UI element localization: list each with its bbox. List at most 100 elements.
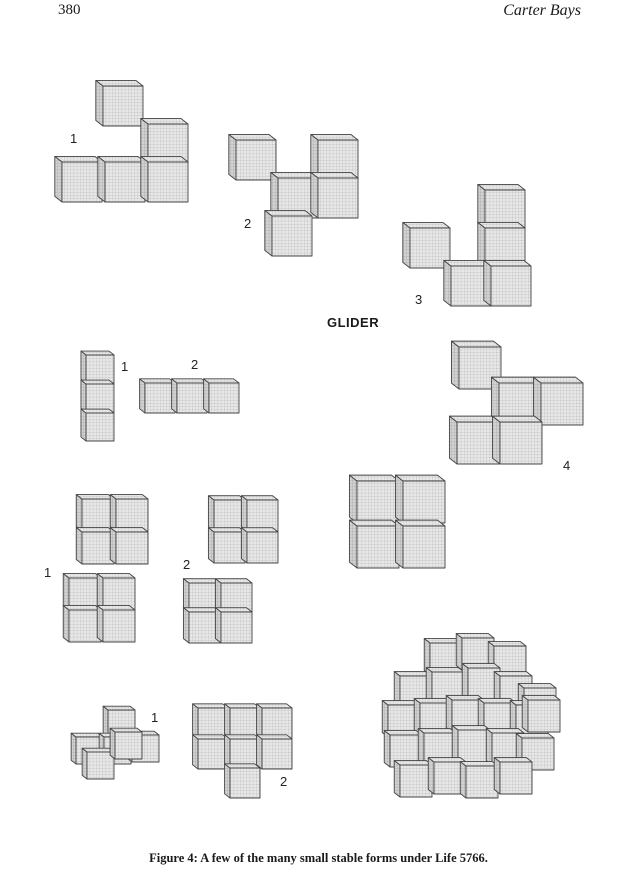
cube-front-face <box>145 383 175 413</box>
cube-front-face <box>357 481 399 523</box>
cube-top-face <box>63 574 101 578</box>
cube-top-face <box>395 475 445 481</box>
cube-top-face <box>110 495 148 499</box>
block-form-label-1: 1 <box>44 565 51 580</box>
cube-side-face <box>446 696 452 732</box>
cube-top-face <box>110 528 148 532</box>
cube-top-face <box>204 379 239 383</box>
cube-front-face <box>230 708 260 738</box>
cube-front-face <box>403 526 445 568</box>
cube-top-face <box>193 735 228 739</box>
cube-top-face <box>449 416 499 422</box>
cube-top-face <box>183 579 220 583</box>
cube-top-face <box>172 379 207 383</box>
cube-top-face <box>215 579 252 583</box>
cube-top-face <box>418 729 456 733</box>
glider-title: GLIDER <box>327 315 379 330</box>
cube-top-face <box>533 377 583 383</box>
cube-top-face <box>208 496 245 500</box>
cube-top-face <box>241 528 278 532</box>
cube-top-face <box>63 606 101 610</box>
cube-front-face <box>198 708 228 738</box>
cube-side-face <box>444 260 451 306</box>
cube-side-face <box>110 495 116 531</box>
cube-side-face <box>395 520 403 568</box>
cube-top-face <box>451 341 501 347</box>
cube-front-face <box>177 383 207 413</box>
cube-top-face <box>71 733 103 737</box>
block-form-label-2: 2 <box>183 557 190 572</box>
horizontal-bar-label-2: 2 <box>191 357 198 372</box>
cube-side-face <box>81 351 86 383</box>
cube-side-face <box>82 748 87 779</box>
cube-side-face <box>428 758 434 794</box>
cube-top-face <box>452 726 490 730</box>
cube-side-face <box>394 761 400 797</box>
cube-side-face <box>486 729 492 765</box>
cube-top-face <box>478 184 525 190</box>
cube-top-face <box>82 748 114 752</box>
vertical-bar-label-1: 1 <box>121 359 128 374</box>
glider-form-4-label: 4 <box>563 458 570 473</box>
cube-side-face <box>311 172 318 218</box>
cube-front-face <box>86 413 114 441</box>
cube-front-face <box>541 383 583 425</box>
cube-top-face <box>55 156 102 162</box>
cube-top-face <box>486 729 524 733</box>
cube-top-face <box>384 731 422 735</box>
cube-front-face <box>528 700 560 732</box>
cube-top-face <box>81 380 114 384</box>
cube-side-face <box>140 379 145 413</box>
cube-side-face <box>229 134 236 180</box>
cube-side-face <box>55 156 62 202</box>
cube-side-face <box>492 416 500 464</box>
cube-top-face <box>96 80 143 86</box>
figure-4-cube-forms <box>0 0 637 840</box>
cube-front-face <box>82 532 114 564</box>
cube-side-face <box>452 726 458 762</box>
cube-top-face <box>257 735 292 739</box>
cube-top-face <box>110 728 142 732</box>
cube-top-face <box>265 210 312 216</box>
figure-caption: Figure 4: A few of the many small stable… <box>0 851 637 866</box>
cube-side-face <box>97 606 103 642</box>
cube-top-face <box>97 574 135 578</box>
cube-side-face <box>225 764 230 798</box>
cube-side-face <box>225 704 230 738</box>
glider-form-2-label: 2 <box>244 216 251 231</box>
cube-top-face <box>494 758 532 762</box>
cube-front-face <box>458 730 490 762</box>
cube-top-face <box>229 134 276 140</box>
cube-front-face <box>69 610 101 642</box>
cube-top-face <box>141 118 188 124</box>
cube-side-face <box>241 496 247 531</box>
glider-form-3-label: 3 <box>415 292 422 307</box>
cube-front-face <box>221 612 252 643</box>
cube-front-face <box>214 532 245 563</box>
cube-top-face <box>183 608 220 612</box>
cube-side-face <box>449 416 457 464</box>
cube-side-face <box>81 409 86 441</box>
cube-front-face <box>262 739 292 769</box>
cube-front-face <box>262 708 292 738</box>
cube-top-face <box>494 672 532 676</box>
cube-top-face <box>225 704 260 708</box>
cube-front-face <box>357 526 399 568</box>
cube-front-face <box>403 481 445 523</box>
cube-side-face <box>257 704 262 738</box>
cube-front-face <box>214 500 245 531</box>
cube-top-face <box>241 496 278 500</box>
cube-side-face <box>208 528 214 563</box>
cube-side-face <box>208 496 214 531</box>
cube-front-face <box>115 732 142 759</box>
cube-top-face <box>140 379 175 383</box>
cube-top-face <box>311 134 358 140</box>
cube-top-face <box>97 606 135 610</box>
cube-front-face <box>318 178 358 218</box>
cube-side-face <box>451 341 459 389</box>
cube-front-face <box>62 162 102 202</box>
cube-side-face <box>494 758 500 794</box>
cube-top-face <box>456 634 494 638</box>
cube-front-face <box>86 355 114 383</box>
